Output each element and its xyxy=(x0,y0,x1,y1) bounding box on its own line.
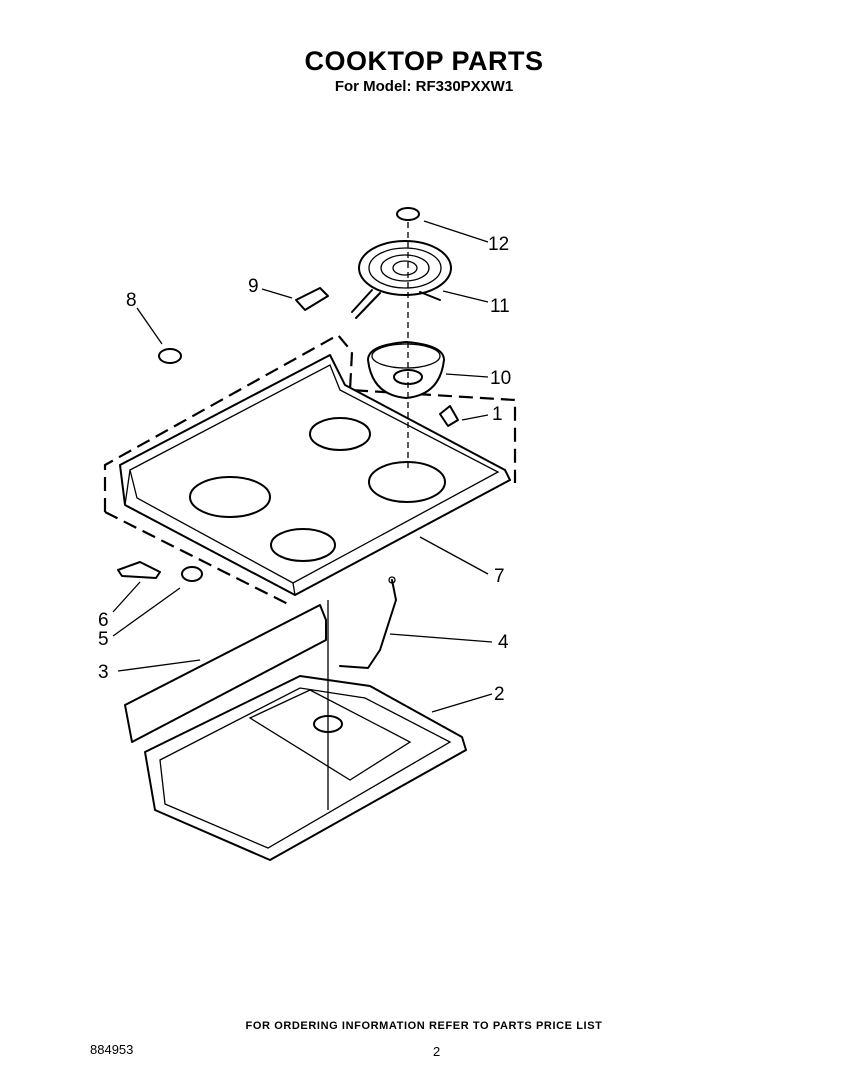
cap-part xyxy=(396,207,420,221)
ordering-note: FOR ORDERING INFORMATION REFER TO PARTS … xyxy=(245,1020,603,1032)
callout-10: 10 xyxy=(490,368,511,389)
callout-6: 6 xyxy=(98,610,109,631)
callout-11: 11 xyxy=(490,296,510,317)
front-panel-part xyxy=(124,604,327,743)
bracket-part xyxy=(439,405,459,427)
hinge-part xyxy=(117,561,161,579)
callout-7: 7 xyxy=(494,566,505,587)
assembly-dashed-outline xyxy=(103,333,517,606)
surface-element-part xyxy=(351,240,452,319)
clip-part xyxy=(158,348,182,364)
bumper-part xyxy=(181,566,203,582)
callout-5: 5 xyxy=(98,629,109,650)
document-number: 884953 xyxy=(90,1042,134,1057)
cooktop-part xyxy=(119,354,511,596)
callout-12: 12 xyxy=(488,234,509,255)
callout-leaders xyxy=(112,220,493,713)
support-rod-part xyxy=(339,576,397,669)
callout-9: 9 xyxy=(248,276,259,297)
page-number: 2 xyxy=(433,1044,441,1059)
page-title: COOKTOP PARTS xyxy=(304,46,544,76)
drip-bowl-part xyxy=(367,341,445,399)
callout-4: 4 xyxy=(498,632,509,653)
callout-1: 1 xyxy=(492,404,503,425)
callout-labels: 1 2 3 4 5 6 7 8 9 10 11 12 xyxy=(98,234,511,705)
callout-2: 2 xyxy=(494,684,505,705)
callout-8: 8 xyxy=(126,290,137,311)
drip-tray-part xyxy=(144,600,467,861)
callout-3: 3 xyxy=(98,662,109,683)
receptacle-bracket-part xyxy=(295,287,329,311)
model-subtitle: For Model: RF330PXXW1 xyxy=(334,78,514,95)
